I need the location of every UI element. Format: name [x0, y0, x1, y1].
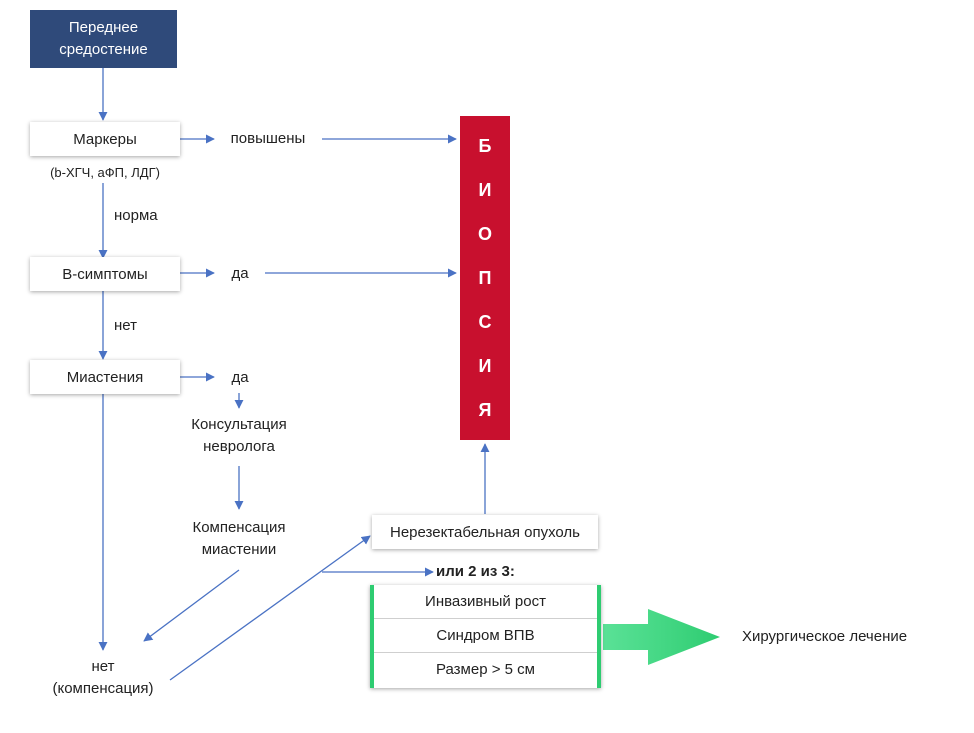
biopsy-letter: Б: [478, 135, 492, 156]
no-compensation-label: нет (компенсация): [40, 656, 166, 700]
biopsy-letter: С: [478, 311, 492, 332]
b-symptoms-no-label: нет: [114, 317, 137, 334]
unresectable-tumor-box: Нерезектабельная опухоль: [372, 515, 598, 549]
no-comp-line-1: нет: [91, 658, 115, 675]
arrow-compensation-to-no-comp: [143, 569, 240, 642]
normal-label: норма: [114, 207, 158, 224]
criteria-title: или 2 из 3:: [436, 563, 515, 580]
markers-label: Маркеры: [73, 130, 137, 148]
consult-line-1: Консультация: [191, 416, 287, 433]
b-symptoms-label: В-симптомы: [62, 265, 148, 283]
compensation-line-1: Компенсация: [192, 519, 286, 536]
criteria-item: Инвазивный рост: [374, 585, 597, 619]
criteria-item: Синдром ВПВ: [374, 619, 597, 653]
biopsy-letter: О: [477, 223, 492, 244]
myasthenia-yes-label: да: [231, 369, 249, 386]
header-line-1: Переднее: [68, 19, 139, 36]
compensation-line-2: миастении: [201, 541, 277, 558]
raised-label: повышены: [230, 130, 306, 147]
criteria-box: Инвазивный рост Синдром ВПВ Размер > 5 с…: [370, 585, 601, 688]
unresectable-label: Нерезектабельная опухоль: [390, 523, 580, 541]
anterior-mediastinum-box: Переднее средостение: [30, 10, 177, 68]
criteria-item: Размер > 5 см: [436, 661, 535, 678]
biopsy-letter: И: [478, 179, 492, 200]
biopsy-box: Б И О П С И Я: [460, 116, 510, 440]
arrow-no-comp-to-unresectable: [169, 535, 371, 681]
surgical-treatment-label: Хирургическое лечение: [742, 628, 908, 645]
header-line-2: средостение: [59, 41, 148, 58]
b-symptoms-box: В-симптомы: [30, 257, 180, 291]
markers-box: Маркеры: [30, 122, 180, 156]
myasthenia-box: Миастения: [30, 360, 180, 394]
consult-line-2: невролога: [203, 438, 275, 455]
biopsy-letter: П: [478, 267, 492, 288]
markers-sub-label: (b-ХГЧ, аФП, ЛДГ): [50, 165, 160, 180]
b-symptoms-yes-label: да: [231, 265, 249, 282]
myasthenia-label: Миастения: [66, 368, 144, 386]
no-comp-line-2: (компенсация): [52, 680, 154, 697]
biopsy-letter: И: [478, 355, 492, 376]
myasthenia-compensation-label: Компенсация миастении: [176, 517, 302, 561]
biopsy-letter: Я: [478, 399, 492, 420]
big-green-arrow: [603, 609, 720, 665]
neurologist-consultation-label: Консультация невролога: [176, 414, 302, 458]
